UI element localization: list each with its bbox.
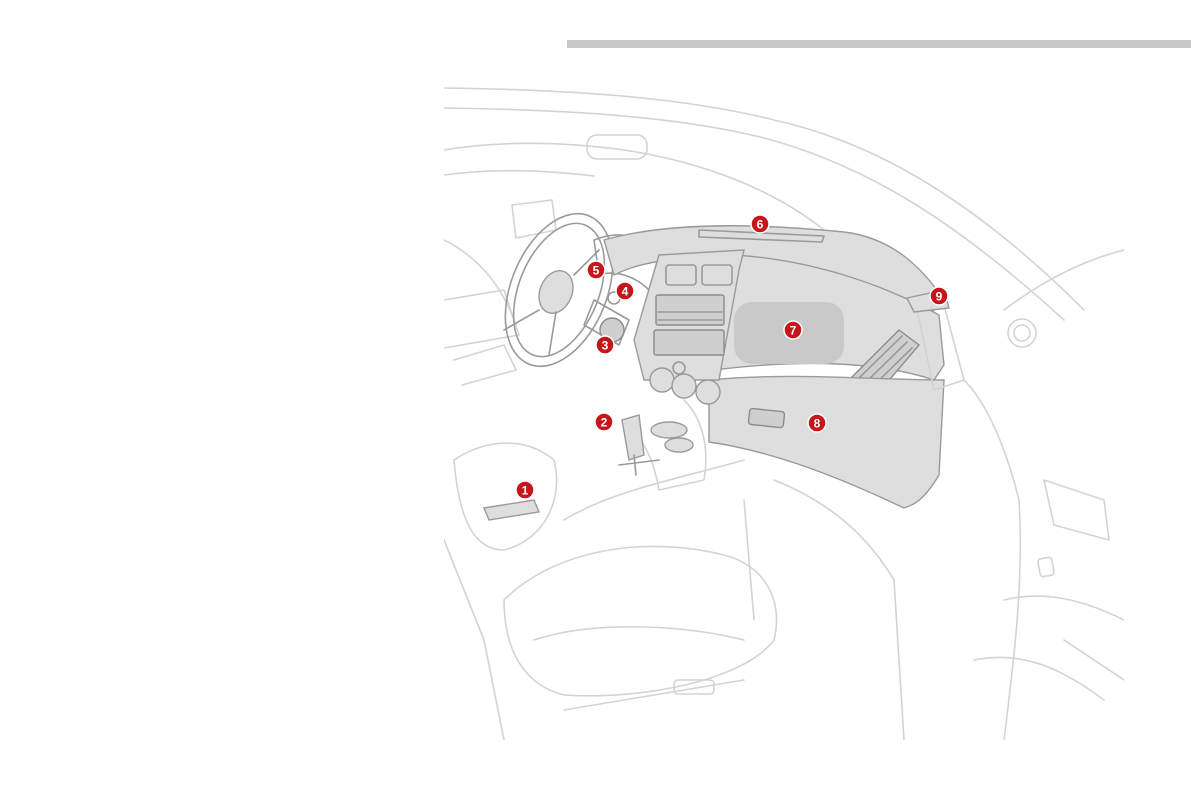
callout-marker-3[interactable]: 3 xyxy=(596,336,614,354)
car-interior-illustration: 1 2 3 4 5 6 7 8 xyxy=(444,80,1124,740)
callout-label-5: 5 xyxy=(593,264,600,278)
callout-label-2: 2 xyxy=(601,416,608,430)
callout-label-7: 7 xyxy=(790,324,797,338)
callout-label-9: 9 xyxy=(936,290,943,304)
callout-label-1: 1 xyxy=(522,484,529,498)
callout-marker-7[interactable]: 7 xyxy=(784,321,802,339)
callout-marker-2[interactable]: 2 xyxy=(595,413,613,431)
callout-layer: 1 2 3 4 5 6 7 8 xyxy=(444,80,1124,740)
callout-marker-8[interactable]: 8 xyxy=(808,414,826,432)
callout-label-8: 8 xyxy=(814,417,821,431)
callout-label-4: 4 xyxy=(622,285,629,299)
callout-marker-6[interactable]: 6 xyxy=(751,215,769,233)
callout-marker-5[interactable]: 5 xyxy=(587,261,605,279)
callout-label-6: 6 xyxy=(757,218,764,232)
header-rule xyxy=(567,40,1191,48)
callout-marker-4[interactable]: 4 xyxy=(616,282,634,300)
callout-label-3: 3 xyxy=(602,339,609,353)
callout-marker-9[interactable]: 9 xyxy=(930,287,948,305)
callout-marker-1[interactable]: 1 xyxy=(516,481,534,499)
